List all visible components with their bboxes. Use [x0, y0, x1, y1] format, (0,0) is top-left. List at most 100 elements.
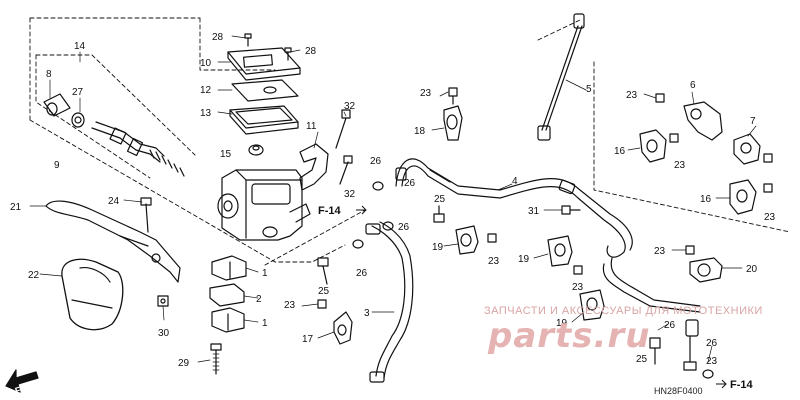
callout-23-d: 23 [572, 282, 584, 293]
front-direction-arrow [5, 369, 39, 393]
callout-23-c: 23 [488, 256, 500, 267]
callout-28-a: 28 [212, 32, 224, 43]
callout-26-d: 26 [404, 178, 416, 189]
washer-26-d [702, 369, 714, 379]
master-cylinder-body [217, 169, 311, 241]
callout-9: 9 [54, 160, 60, 171]
callout-25-b: 25 [434, 194, 446, 205]
boot-8 [43, 93, 71, 117]
callout-26-e: 26 [664, 320, 676, 331]
clamp-16-b [729, 179, 757, 215]
callout-21: 21 [10, 202, 22, 213]
cap-screw-left [244, 33, 252, 47]
callout-10: 10 [200, 58, 212, 69]
callout-24: 24 [108, 196, 120, 207]
front-arrow-label: FR. [14, 382, 31, 396]
callout-26-c: 26 [370, 156, 382, 167]
switch-2 [209, 283, 245, 307]
callout-22: 22 [28, 270, 40, 281]
callout-23-i: 23 [706, 356, 718, 367]
bracket-7 [733, 133, 761, 165]
brake-pipe-5 [537, 13, 585, 141]
callout-27: 27 [72, 87, 84, 98]
washer-26-a [372, 181, 384, 191]
callout-3: 3 [364, 308, 370, 319]
bolt-25-mid [433, 205, 445, 223]
callout-1-a: 1 [262, 268, 268, 279]
lever-pivot-bolt-24 [140, 197, 152, 233]
callout-16-b: 16 [700, 194, 712, 205]
bolt-23-mid1 [487, 233, 497, 243]
callout-labels: 28 28 10 14 8 27 12 13 9 32 11 15 32 21 … [10, 32, 776, 369]
bolt-23-right5 [685, 245, 695, 255]
callout-19-a: 19 [432, 242, 444, 253]
washer-26-b [352, 239, 364, 249]
banjo-bolt-25-lower [649, 337, 661, 365]
callout-4: 4 [512, 176, 518, 187]
bracket-6 [683, 101, 723, 141]
callout-15: 15 [220, 149, 232, 160]
pivot-bolt-cover-15 [248, 144, 264, 156]
callout-32-b: 32 [344, 189, 356, 200]
callout-25-c: 25 [636, 354, 648, 365]
callout-5: 5 [586, 84, 592, 95]
clamp-19-c [579, 289, 605, 321]
washer-27 [71, 112, 85, 128]
callout-23-e: 23 [626, 90, 638, 101]
callout-29: 29 [178, 358, 190, 369]
bolt-31 [561, 205, 581, 215]
brake-lever-21 [45, 200, 181, 283]
ref-label-f14-lower: F-14 [730, 379, 754, 391]
clamp-18 [443, 105, 463, 141]
cap-screw-right [284, 47, 292, 61]
callout-30: 30 [158, 328, 170, 339]
callout-12: 12 [200, 85, 212, 96]
callout-26-b: 26 [398, 222, 410, 233]
brake-hose-4 [395, 158, 633, 253]
callout-8: 8 [46, 69, 52, 80]
bolt-32-upper [335, 109, 351, 149]
washer-26-c [382, 221, 394, 231]
clamp-19-b [547, 235, 573, 267]
callout-23-g: 23 [764, 212, 776, 223]
callout-2: 2 [256, 294, 262, 305]
callout-26-f: 26 [706, 338, 718, 349]
callout-6: 6 [690, 80, 696, 91]
callout-1-b: 1 [262, 318, 268, 329]
banjo-bolt-25-a [317, 257, 329, 285]
bolt-29 [210, 343, 222, 375]
bolt-23-right1 [655, 93, 665, 103]
diagram-code: HN28F0400 [654, 386, 703, 396]
lever-nut-30 [157, 295, 169, 307]
leader-lines [29, 35, 757, 363]
callout-13: 13 [200, 108, 212, 119]
callout-32-a: 32 [344, 101, 356, 112]
ref-label-f14-upper: F-14 [318, 205, 342, 217]
callout-23-a: 23 [284, 300, 296, 311]
callout-16-a: 16 [614, 146, 626, 157]
bolt-23-mid2 [573, 265, 583, 275]
bolt-23-top [448, 87, 458, 105]
reservoir-cap [227, 47, 301, 81]
callout-23-f: 23 [674, 160, 686, 171]
callout-7: 7 [750, 116, 756, 127]
hose-clamp-11 [299, 143, 329, 191]
reservoir-plate [231, 79, 299, 102]
clamp-17 [333, 311, 353, 345]
brake-hose-3 [365, 221, 414, 383]
right-group-frame [537, 19, 791, 233]
callout-23-b: 23 [420, 88, 432, 99]
callout-19-b: 19 [518, 254, 530, 265]
callout-19-c: 19 [556, 318, 568, 329]
callout-26-a: 26 [356, 268, 368, 279]
switch-1-lower [211, 307, 245, 333]
bolt-32-lower [339, 155, 353, 185]
callout-11: 11 [306, 121, 317, 132]
callout-18: 18 [414, 126, 426, 137]
callout-25-a: 25 [318, 286, 330, 297]
bolt-23-right2 [669, 133, 679, 143]
reference-labels: F-14 F-14 [318, 205, 754, 391]
callout-20: 20 [746, 264, 758, 275]
callout-17: 17 [302, 334, 314, 345]
